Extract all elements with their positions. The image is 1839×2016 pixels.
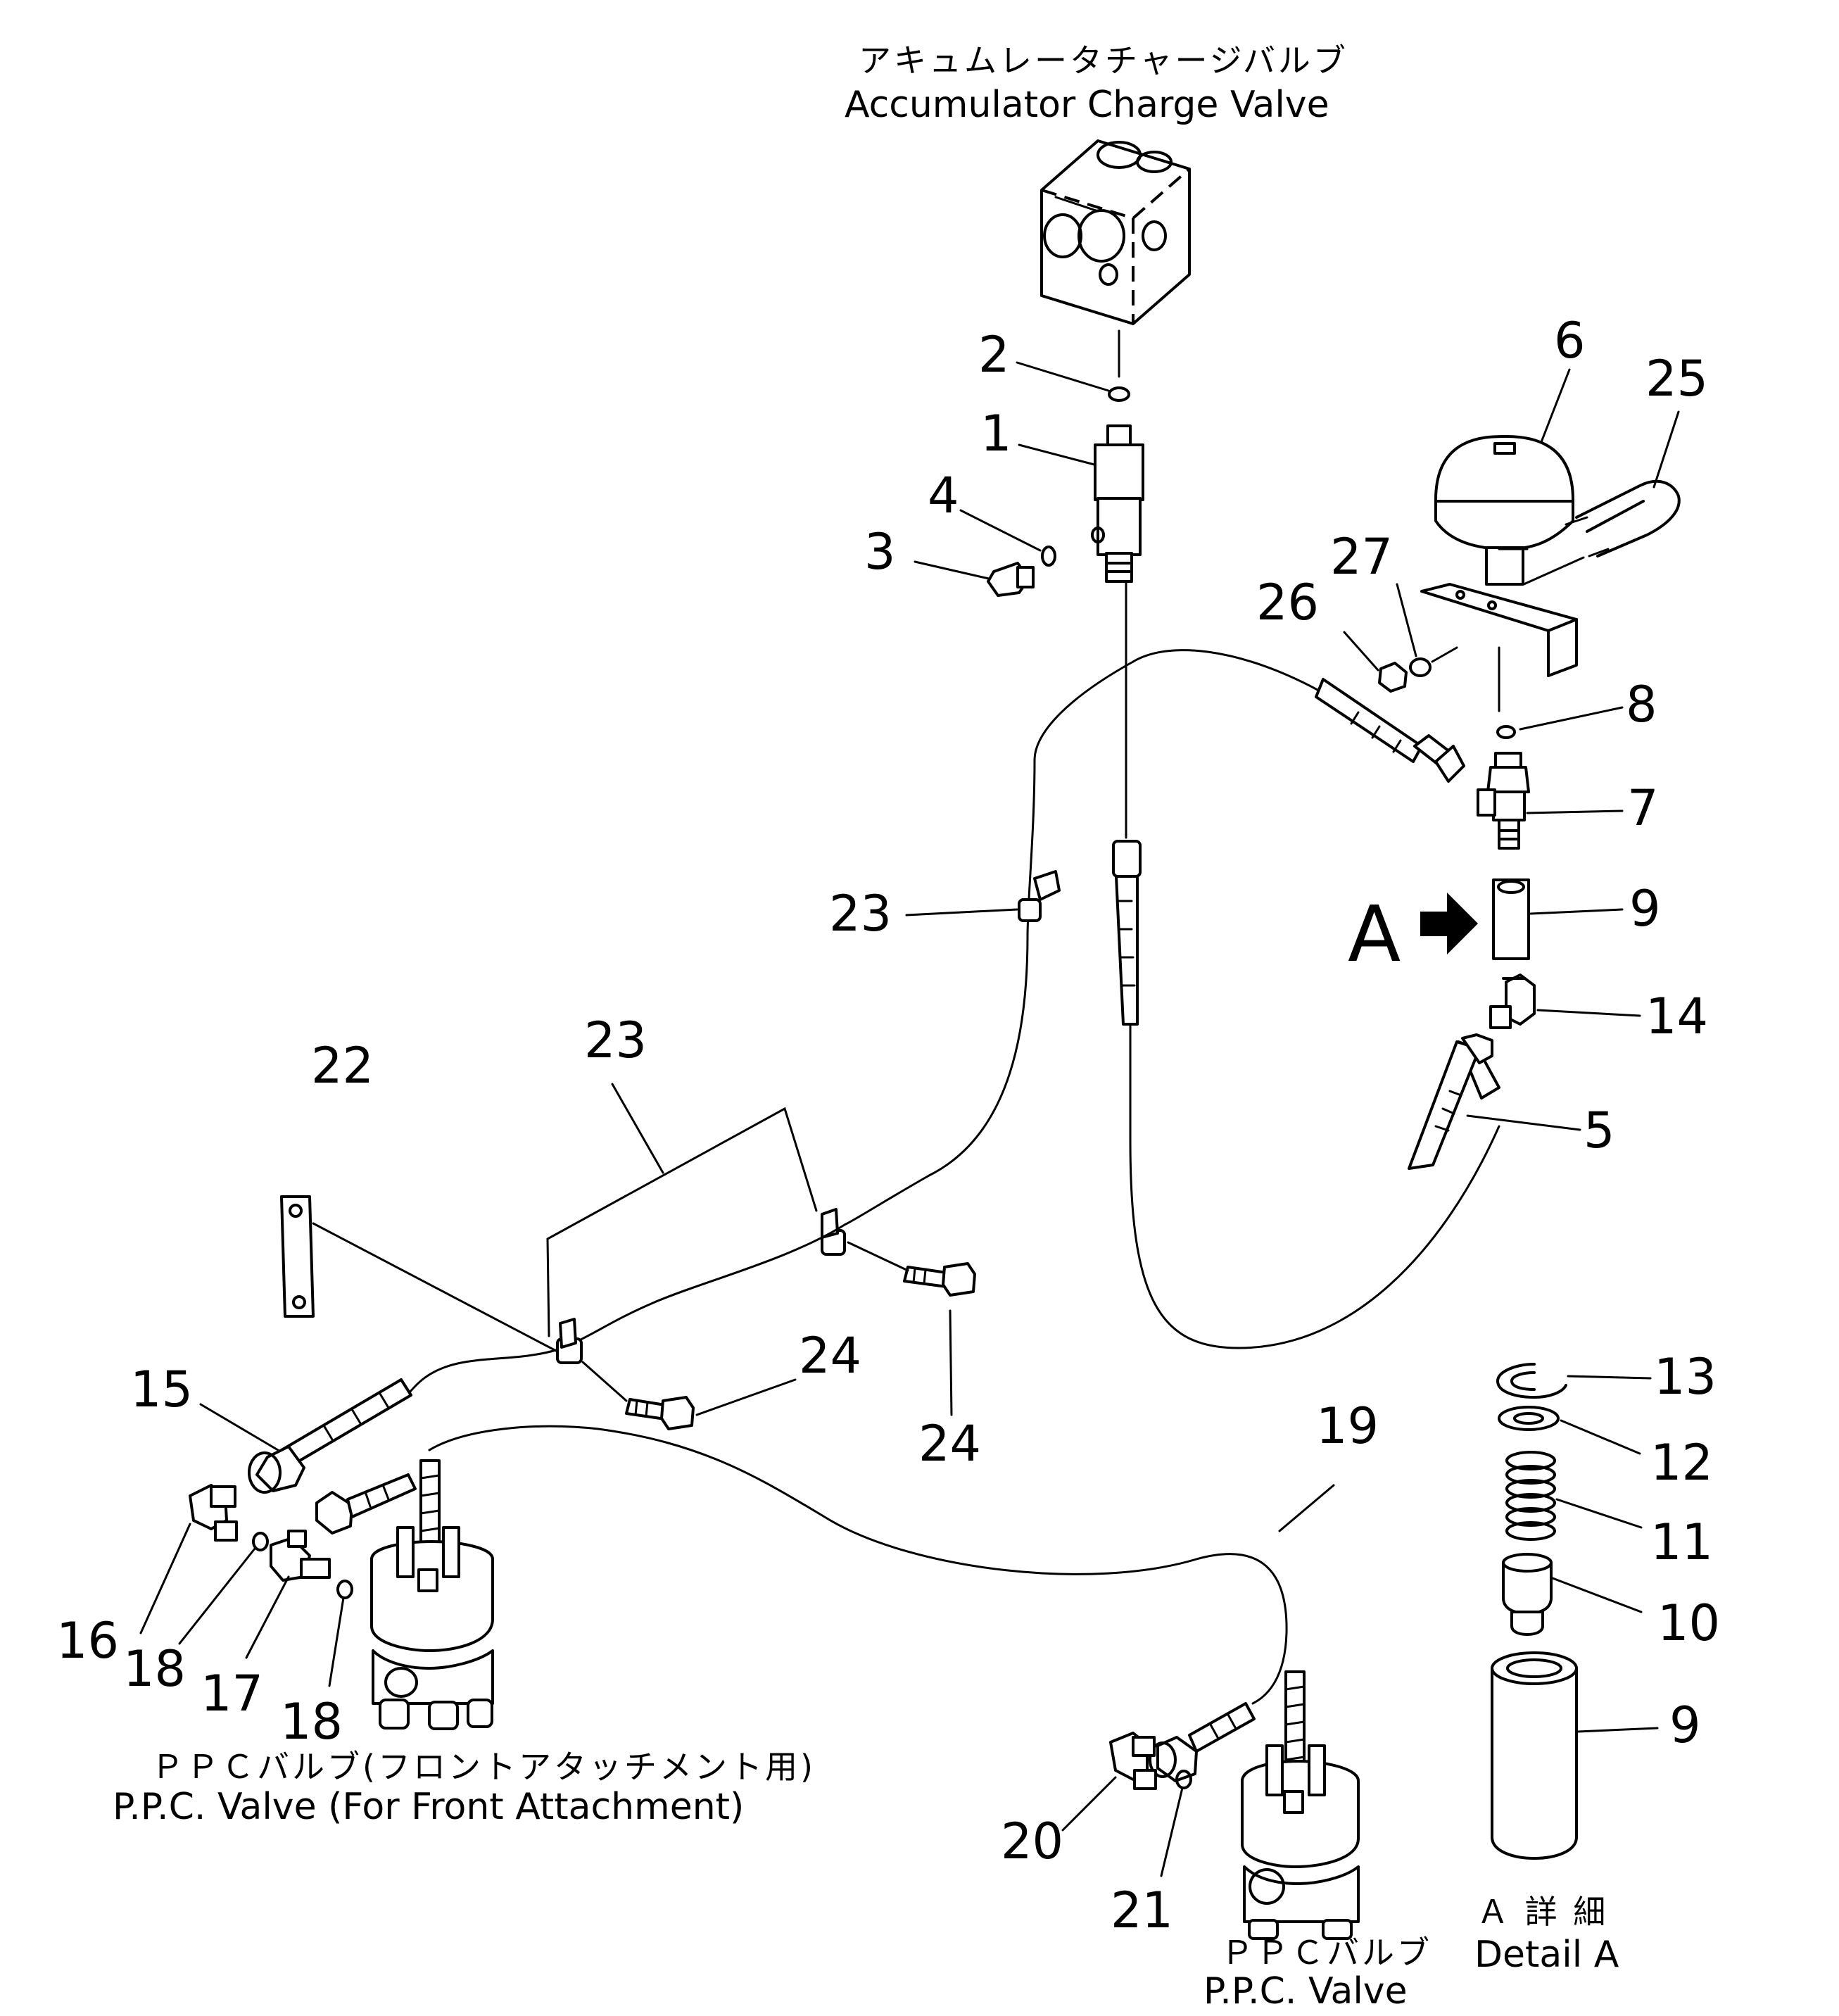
part-number: 15 xyxy=(130,1361,193,1418)
upper-hose-and-clamps xyxy=(248,660,1135,1494)
charge-valve-label-jp: アキュムレータチャージバルブ xyxy=(859,42,1348,80)
accumulator-charge-valve-block xyxy=(1040,139,1191,325)
part-number: 7 xyxy=(1627,779,1659,837)
ppc-valve-label-en: P.P.C. Valve xyxy=(1203,1970,1408,2012)
ppc-valve-group xyxy=(1109,1670,1360,1940)
part-number: 18 xyxy=(123,1640,186,1698)
part-number: 8 xyxy=(1626,676,1657,733)
part-number: 1 xyxy=(980,405,1012,462)
part-number: 9 xyxy=(1629,880,1661,938)
accumulator-group xyxy=(1132,435,1681,850)
part-number: 23 xyxy=(829,885,892,943)
spring-part xyxy=(1505,1451,1556,1541)
charge-valve-label-en: Accumulator Charge Valve xyxy=(845,84,1329,126)
part-number: 10 xyxy=(1657,1594,1720,1652)
charge-valve-fitting-group xyxy=(987,329,1500,1349)
clamp-callout-lines xyxy=(546,1083,818,1337)
part-number: 14 xyxy=(1645,988,1708,1045)
part-number: 27 xyxy=(1330,528,1393,586)
part-number: 9 xyxy=(1669,1696,1701,1754)
part-number: 20 xyxy=(1001,1813,1063,1870)
ppc-front-valve-group xyxy=(189,1425,1288,1730)
part-number: 6 xyxy=(1554,312,1586,370)
part-number: 22 xyxy=(311,1037,374,1095)
part-number: 17 xyxy=(201,1665,263,1722)
part-number: 25 xyxy=(1645,350,1708,408)
part-number: 19 xyxy=(1316,1397,1379,1455)
part-number: 5 xyxy=(1584,1102,1615,1159)
part-numbers: 2 1 4 3 6 25 27 26 8 7 9 14 5 23 23 22 2… xyxy=(56,312,1720,1939)
view-arrow-icon xyxy=(1420,893,1478,955)
part-number: 12 xyxy=(1650,1434,1713,1492)
part-number: 3 xyxy=(864,523,896,581)
part-number: 2 xyxy=(978,326,1010,384)
part-number: 11 xyxy=(1650,1513,1713,1571)
part-number: 23 xyxy=(584,1012,647,1069)
leader-lines xyxy=(139,361,1680,1877)
detail-a-label-jp: Ａ 詳 細 xyxy=(1477,1893,1609,1931)
part-number: 16 xyxy=(56,1612,119,1670)
part-number: 13 xyxy=(1654,1348,1717,1406)
detail-a-label-en: Detail A xyxy=(1474,1934,1619,1976)
part-number: 24 xyxy=(799,1327,861,1385)
ppc-front-valve-label-en: P.P.C. Valve (For Front Attachment) xyxy=(113,1786,745,1828)
detail-a-marker-group xyxy=(1408,878,1536,1170)
detail-a-exploded-parts xyxy=(1491,1363,1578,1860)
ppc-front-valve-label-jp: ＰＰＣバルブ(フロントアタッチメント用) xyxy=(151,1748,816,1786)
part-number: 4 xyxy=(928,467,959,524)
part-number: 24 xyxy=(918,1415,981,1473)
part-number: 21 xyxy=(1111,1882,1173,1939)
view-marker-letter: A xyxy=(1348,889,1401,979)
part-number: 26 xyxy=(1256,574,1319,631)
part-number: 18 xyxy=(280,1693,343,1751)
ppc-valve-label-jp: ＰＰＣバルブ xyxy=(1221,1934,1432,1972)
